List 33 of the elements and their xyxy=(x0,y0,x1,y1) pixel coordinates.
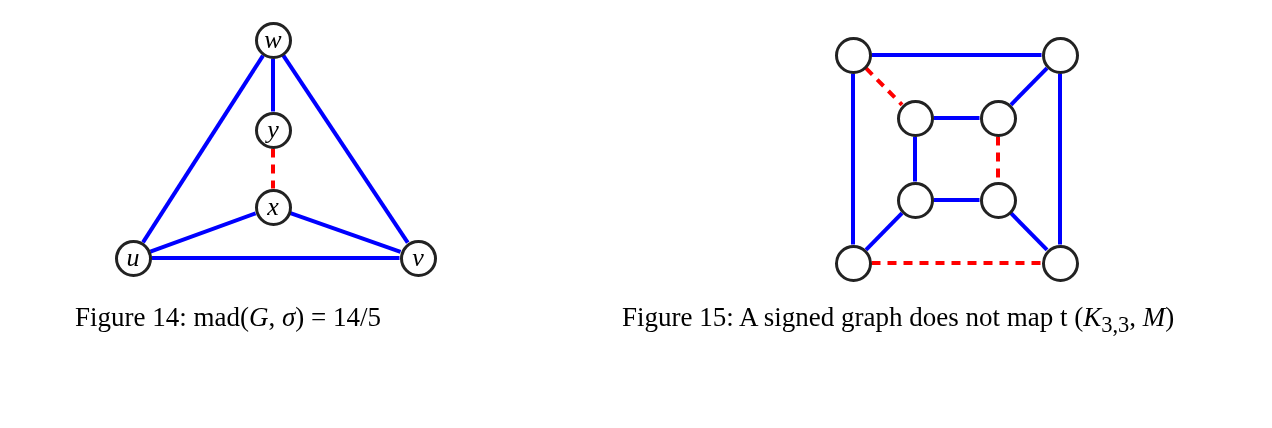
edge-line xyxy=(871,53,1042,57)
vertex-circle xyxy=(979,99,1017,137)
vertex-circle xyxy=(896,181,934,219)
vertex-circle xyxy=(1041,244,1079,282)
vertex-circle xyxy=(979,181,1017,219)
vertex-circle: x xyxy=(254,188,292,226)
edge-line xyxy=(141,54,265,244)
edge-line xyxy=(851,73,855,245)
figure-caption: Figure 14: mad(G, σ) = 14/5 xyxy=(75,301,383,334)
edge-line xyxy=(281,54,410,244)
vertex-circle xyxy=(1041,36,1079,74)
edge-line xyxy=(1009,211,1049,252)
vertex-circle xyxy=(834,36,872,74)
edge-line xyxy=(289,211,402,254)
edge-line xyxy=(151,256,400,260)
vertex-circle: w xyxy=(254,21,292,59)
vertex-circle: y xyxy=(254,111,292,149)
edge-line xyxy=(271,58,275,112)
vertex-circle: v xyxy=(399,239,437,277)
dashed-edge-line xyxy=(271,148,275,189)
vertex-circle xyxy=(834,244,872,282)
figure-caption: Figure 15: A signed graph does not map t (K$_{3,3}$, M) xyxy=(622,301,1176,340)
edge-line xyxy=(913,136,917,182)
dashed-edge-line xyxy=(864,66,904,107)
edge-line xyxy=(1058,73,1062,245)
edge-line xyxy=(1009,66,1049,107)
vertex-circle: u xyxy=(114,239,152,277)
edge-line xyxy=(864,211,904,252)
edge-line xyxy=(933,198,980,202)
vertex-circle xyxy=(896,99,934,137)
dashed-edge-line xyxy=(871,261,1042,265)
edge-line xyxy=(149,211,257,254)
edge-line xyxy=(933,116,980,120)
